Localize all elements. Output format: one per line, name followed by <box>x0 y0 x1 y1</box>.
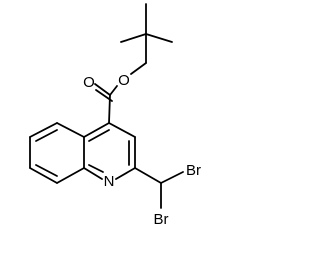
bond-tbu-center-right <box>145 33 173 43</box>
bond-c2-n <box>115 167 136 180</box>
bond-n-c8a <box>83 167 103 180</box>
bond-chbr2-br-upper <box>160 171 184 184</box>
bond-tbu-center-left <box>120 33 147 43</box>
bond-c8-c8a <box>56 167 85 184</box>
bond-carbonyl-to-c4 <box>108 94 111 124</box>
bond-c4-c3 <box>108 122 136 138</box>
bond-n-c8a-inner <box>88 164 104 173</box>
ring-nitrogen-label: N <box>104 173 115 190</box>
bond-c4a-c4 <box>83 122 110 138</box>
bond-c5-c6-inner <box>35 129 58 142</box>
bond-c7-c8-inner <box>35 164 58 177</box>
bond-c4a-c5 <box>56 122 85 138</box>
bond-c4a-c4-inner <box>88 129 110 142</box>
bromine-upper-label: Br <box>186 162 201 179</box>
bromine-lower-label: Br <box>154 211 169 228</box>
bond-carbonyl-double-a <box>94 83 111 96</box>
bond-ch3-to-ester-o <box>130 62 147 75</box>
bond-c2-chbr2 <box>134 167 162 184</box>
bond-ester-o-to-carbonyl <box>109 85 118 96</box>
chemical-structure: O O N Br Br <box>29 3 201 228</box>
bond-c5-c6 <box>29 122 58 138</box>
bond-c7-c8 <box>29 167 58 184</box>
carbonyl-oxygen-label: O <box>83 74 95 91</box>
ester-oxygen-label: O <box>118 72 130 89</box>
